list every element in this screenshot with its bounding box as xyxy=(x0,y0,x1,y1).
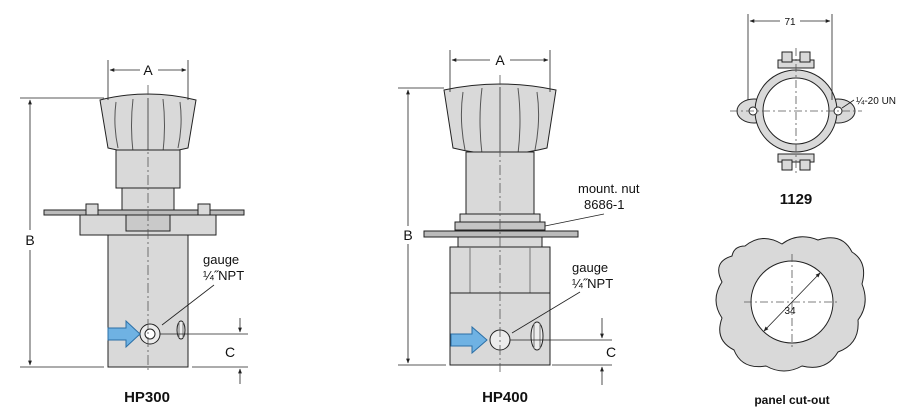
hp300-port-label: gauge xyxy=(203,252,239,267)
hp300-dim-c xyxy=(160,318,248,384)
hp400-dim-a-label: A xyxy=(495,52,505,68)
hp400-dim-a xyxy=(449,50,551,92)
bracket-width-value: 71 xyxy=(784,17,796,28)
panel-cutout-diameter-value: 34 xyxy=(784,306,796,317)
hp400-port-side xyxy=(530,321,544,351)
panel-cutout-diameter xyxy=(763,272,821,332)
hp300-title: HP300 xyxy=(124,389,170,406)
bracket-centerlines xyxy=(730,48,862,174)
bracket-thread-label: ¼-20 UN xyxy=(856,95,896,107)
hp300-panel xyxy=(43,209,245,216)
hp400-port-size: ¼˝NPT xyxy=(572,276,613,291)
hp300-dim-a-label: A xyxy=(143,62,153,78)
hp400-inlet-arrow-icon xyxy=(450,325,488,355)
hp300-port-size: ¼˝NPT xyxy=(203,268,244,283)
hp400-dim-b xyxy=(398,87,446,366)
hp300-dim-a xyxy=(107,60,189,100)
hp400-dim-c xyxy=(510,318,612,385)
panel-cutout-title: panel cut-out xyxy=(754,393,829,407)
hp300-inlet-arrow-icon xyxy=(107,319,141,349)
hp300-dim-b xyxy=(20,97,104,368)
hp400-port-label: gauge xyxy=(572,260,608,275)
hp400-nut-leader xyxy=(544,213,605,227)
hp400-title: HP400 xyxy=(482,389,528,406)
hp400-nut-part: 8686-1 xyxy=(584,197,624,212)
hp400-panel xyxy=(423,230,579,238)
hp300-dim-b-label: B xyxy=(25,232,34,248)
bracket-title: 1129 xyxy=(780,191,813,208)
hp400-port-leader xyxy=(511,291,581,334)
hp300-dim-c-label: C xyxy=(225,344,235,360)
hp400-nut-label: mount. nut xyxy=(578,181,640,196)
hp300-port-leader xyxy=(161,284,215,326)
bracket-dim-71 xyxy=(747,14,833,100)
hp300-port-side xyxy=(176,320,186,340)
bracket-thread-leader xyxy=(841,99,855,109)
hp400-regulator xyxy=(423,83,579,366)
hp400-dim-b-label: B xyxy=(403,227,412,243)
hp400-dim-c-label: C xyxy=(606,344,616,360)
hp300-regulator xyxy=(43,93,245,368)
